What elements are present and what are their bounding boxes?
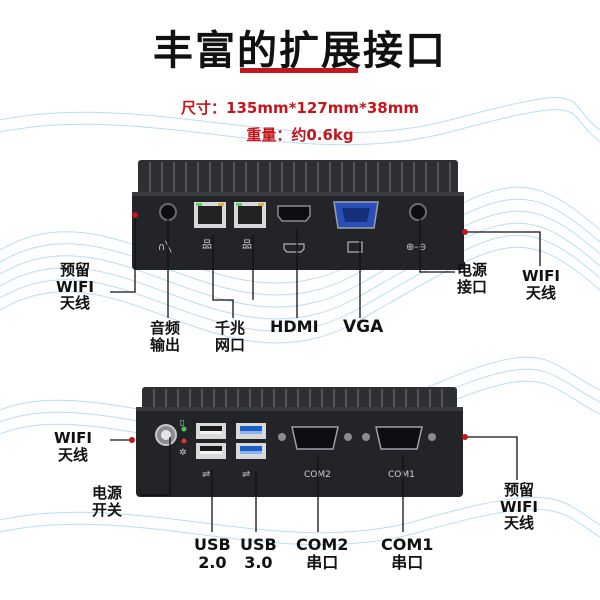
power-port-label: 电源接口	[457, 261, 488, 296]
power-switch-label: 电源开关	[92, 484, 123, 519]
com2-panel-label: COM2	[304, 470, 331, 480]
back-panel-device: ▯ ✲ ⇌ ⇌ COM2 COM1	[136, 387, 463, 497]
page-title: 丰富的扩展接口	[153, 28, 447, 74]
power-jack-icon	[409, 203, 427, 221]
audio-output-label: 音频输出	[150, 319, 181, 354]
weight-spec: 重量：约0.6kg	[246, 126, 354, 144]
usb2-port-icon: ⇌	[196, 423, 226, 480]
lan-port-icon: 品	[194, 202, 226, 251]
title-underline	[240, 68, 358, 73]
hdmi-port-icon	[277, 205, 311, 253]
audio-jack-icon	[159, 203, 177, 221]
callout-dot	[132, 212, 138, 218]
status-led-icon	[181, 438, 187, 444]
com1-panel-label: COM1	[388, 470, 415, 480]
svg-text:▯: ▯	[180, 418, 184, 427]
gigabit-lan-label: 千兆网口	[215, 319, 246, 354]
callout-dot	[462, 434, 468, 440]
lan-port-icon: 品	[234, 202, 266, 251]
usb3-port-icon: ⇌	[236, 423, 266, 480]
front-panel-device: ∩╲ 品 品 ⊕-⊖	[132, 160, 464, 270]
com1-port-icon: COM1	[362, 426, 436, 480]
callout-dot	[129, 437, 135, 443]
svg-text:⇌: ⇌	[242, 469, 250, 480]
svg-text:✲: ✲	[179, 448, 187, 458]
callout-dot	[462, 229, 468, 235]
svg-text:品: 品	[202, 239, 212, 251]
svg-text:⇌: ⇌	[202, 469, 210, 480]
svg-text:⊕-⊖: ⊕-⊖	[406, 242, 426, 253]
vga-port-icon	[333, 201, 379, 253]
hdmi-label: HDMI	[270, 317, 319, 336]
size-spec: 尺寸：135mm*127mm*38mm	[181, 99, 419, 117]
vga-label: VGA	[343, 317, 384, 337]
status-led-icon	[181, 426, 187, 432]
svg-text:品: 品	[242, 239, 252, 251]
svg-text:∩╲: ∩╲	[158, 240, 172, 253]
